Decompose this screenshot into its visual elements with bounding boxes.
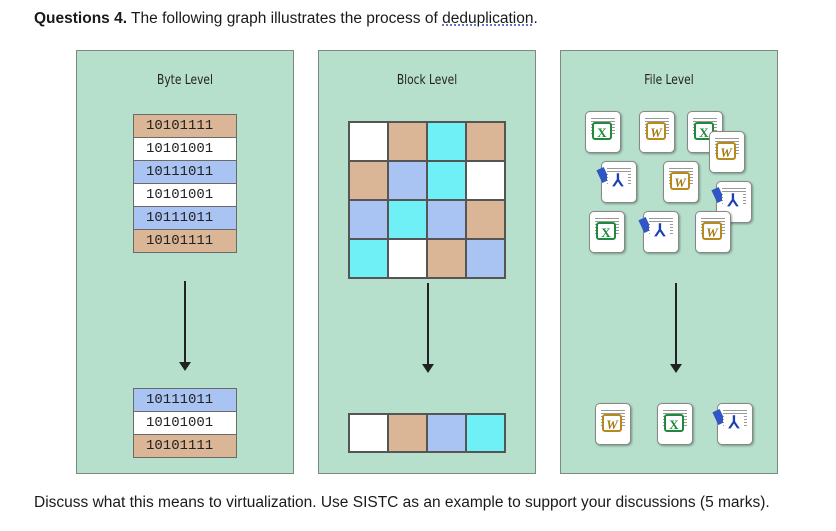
block-cell-cyan bbox=[427, 122, 466, 161]
block-grid-before bbox=[348, 121, 506, 279]
panel-title: File Level bbox=[644, 73, 694, 88]
byte-row: 10111011 bbox=[133, 160, 237, 184]
down-arrow-icon bbox=[179, 281, 191, 371]
excel-file-icon: X bbox=[585, 111, 621, 153]
byte-row: 10101111 bbox=[133, 114, 237, 138]
byte-row: 10101001 bbox=[133, 183, 237, 207]
panel-title: Byte Level bbox=[157, 73, 213, 88]
block-cell-white bbox=[466, 161, 505, 200]
question-label: Questions 4. bbox=[34, 10, 128, 27]
block-cell-blue bbox=[349, 200, 388, 239]
block-cell-tan bbox=[427, 239, 466, 278]
word-file-icon: W bbox=[595, 403, 631, 445]
block-cell-tan bbox=[466, 122, 505, 161]
word-file-icon: W bbox=[639, 111, 675, 153]
word-file-icon: W bbox=[695, 211, 731, 253]
block-cell-white bbox=[349, 414, 388, 452]
block-cell-white bbox=[349, 122, 388, 161]
block-row-after bbox=[348, 413, 506, 453]
question-period: . bbox=[533, 10, 538, 27]
word-file-icon: W bbox=[709, 131, 745, 173]
byte-row: 10101001 bbox=[133, 137, 237, 161]
block-cell-tan bbox=[466, 200, 505, 239]
down-arrow-icon bbox=[422, 283, 434, 373]
byte-row: 10101111 bbox=[133, 434, 237, 458]
block-level-panel: Block Level bbox=[318, 50, 536, 474]
pdf-file-icon: ⅄ bbox=[601, 161, 637, 203]
excel-file-icon: X bbox=[657, 403, 693, 445]
deduplication-word: deduplication bbox=[442, 10, 534, 27]
block-cell-cyan bbox=[349, 239, 388, 278]
byte-list-after: 10111011 10101001 10101111 bbox=[133, 388, 237, 458]
discussion-prompt: Discuss what this means to virtualizatio… bbox=[34, 494, 770, 511]
byte-list-before: 10101111 10101001 10111011 10101001 1011… bbox=[133, 114, 237, 253]
block-cell-tan bbox=[349, 161, 388, 200]
byte-row: 10111011 bbox=[133, 388, 237, 412]
question-heading: Questions 4. The following graph illustr… bbox=[34, 10, 538, 28]
block-cell-blue bbox=[427, 414, 466, 452]
block-cell-cyan bbox=[388, 200, 427, 239]
block-cell-cyan bbox=[427, 161, 466, 200]
block-cell-cyan bbox=[466, 414, 505, 452]
down-arrow-icon bbox=[670, 283, 682, 373]
block-cell-tan bbox=[388, 414, 427, 452]
byte-level-panel: Byte Level 10101111 10101001 10111011 10… bbox=[76, 50, 294, 474]
block-cell-blue bbox=[388, 161, 427, 200]
block-cell-blue bbox=[427, 200, 466, 239]
byte-row: 10111011 bbox=[133, 206, 237, 230]
block-cell-tan bbox=[388, 122, 427, 161]
byte-row: 10101001 bbox=[133, 411, 237, 435]
panel-title: Block Level bbox=[396, 73, 458, 88]
question-text: The following graph illustrates the proc… bbox=[127, 10, 443, 27]
word-file-icon: W bbox=[663, 161, 699, 203]
block-cell-blue bbox=[466, 239, 505, 278]
pdf-file-icon: ⅄ bbox=[717, 403, 753, 445]
byte-row: 10101111 bbox=[133, 229, 237, 253]
pdf-file-icon: ⅄ bbox=[643, 211, 679, 253]
block-cell-white bbox=[388, 239, 427, 278]
excel-file-icon: X bbox=[589, 211, 625, 253]
